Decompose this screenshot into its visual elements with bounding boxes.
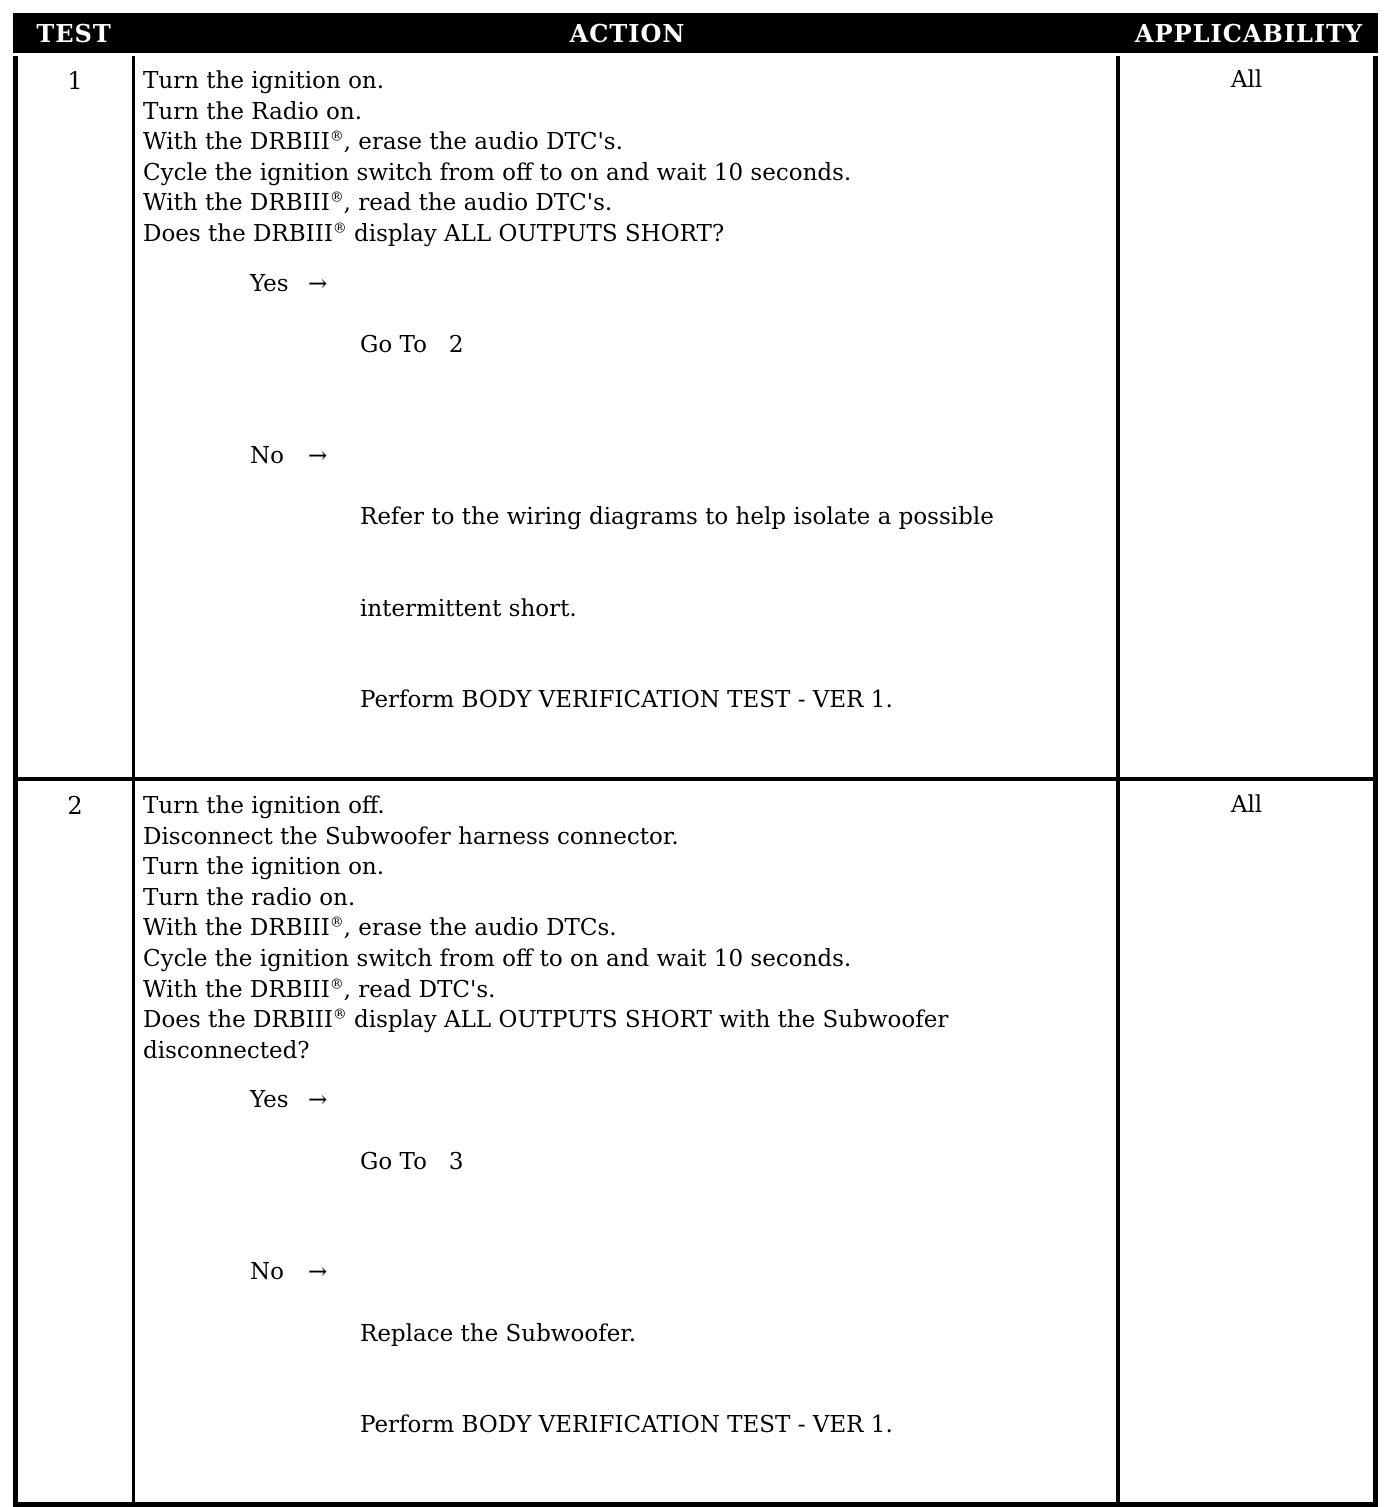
action-cell: Turn the ignition off. Disconnect the Su… <box>135 781 1120 1503</box>
table-row-test-1: 1 Turn the ignition on. Turn the Radio o… <box>18 56 1373 778</box>
branch-result-line: Replace the Subwoofer. <box>360 1320 637 1347</box>
right-arrow-icon: → <box>308 442 328 469</box>
branch-result: Go To 2 <box>360 269 464 422</box>
header-cell-test: TEST <box>36 18 112 48</box>
applicability-value: All <box>1230 67 1263 93</box>
branch-answer-label: No <box>250 442 284 469</box>
diagnostic-test-table: TEST ACTION APPLICABILITY 1 Turn the ign… <box>13 13 1378 1507</box>
branch-answer-label: Yes <box>250 270 289 297</box>
branch-result-line: Refer to the wiring diagrams to help iso… <box>360 503 994 530</box>
document-page: TEST ACTION APPLICABILITY 1 Turn the ign… <box>13 13 1378 1507</box>
branch-result-line: Perform BODY VERIFICATION TEST - VER 1. <box>360 687 893 714</box>
right-arrow-icon: → <box>308 1087 328 1114</box>
branch-result-line: Perform BODY VERIFICATION TEST - VER 1. <box>360 1412 893 1439</box>
action-step: With the DRBIII®, read the audio DTC's. <box>143 189 613 217</box>
right-arrow-icon: → <box>308 1259 328 1286</box>
action-step: Turn the Radio on. <box>143 98 363 125</box>
action-step: Turn the radio on. <box>143 884 356 911</box>
branch-no: No → Refer to the wiring diagrams to hel… <box>143 441 1114 778</box>
test-number: 2 <box>18 781 135 1503</box>
table-row-test-2: 2 Turn the ignition off. Disconnect the … <box>18 777 1373 1503</box>
table-body: 1 Turn the ignition on. Turn the Radio o… <box>13 56 1378 1507</box>
branch-answer-label: No <box>250 1259 284 1286</box>
action-step: With the DRBIII®, erase the audio DTC's. <box>143 128 623 156</box>
header-cell-applicability: APPLICABILITY <box>1134 18 1364 48</box>
action-cell: Turn the ignition on. Turn the Radio on.… <box>135 56 1120 778</box>
action-step: Disconnect the Subwoofer harness connect… <box>143 823 679 850</box>
action-step: Does the DRBIII® display ALL OUTPUTS SHO… <box>143 220 725 247</box>
applicability-value: All <box>1230 792 1263 819</box>
branch-yes: Yes → Go To 2 <box>143 269 1114 422</box>
branch-yes: Yes → Go To 3 <box>143 1085 1114 1238</box>
branch-result: Refer to the wiring diagrams to help iso… <box>360 441 994 778</box>
branch-result-line: Go To 2 <box>360 331 464 358</box>
branch-result-line: Go To 3 <box>360 1148 464 1175</box>
action-step: Turn the ignition on. <box>143 854 385 881</box>
action-step: Turn the ignition off. <box>143 793 385 820</box>
action-step: Cycle the ignition switch from off to on… <box>143 159 852 186</box>
branch-result: Replace the Subwoofer. Perform BODY VERI… <box>360 1257 893 1502</box>
action-step: Cycle the ignition switch from off to on… <box>143 946 852 973</box>
branch-answer-label: Yes <box>250 1087 289 1114</box>
action-step: With the DRBIII®, erase the audio DTCs. <box>143 914 617 942</box>
action-step: Turn the ignition on. <box>143 68 385 94</box>
action-step: With the DRBIII®, read DTC's. <box>143 975 496 1003</box>
header-cell-action: ACTION <box>569 18 686 48</box>
right-arrow-icon: → <box>308 270 328 297</box>
branch-no: No → Replace the Subwoofer. Perform BODY… <box>143 1257 1114 1502</box>
test-number: 1 <box>18 56 135 778</box>
branch-result-line: intermittent short. <box>360 595 577 622</box>
branch-result: Go To 3 <box>360 1085 464 1238</box>
table-header-row: TEST ACTION APPLICABILITY <box>13 13 1378 53</box>
action-step: Does the DRBIII® display ALL OUTPUTS SHO… <box>143 1006 956 1064</box>
